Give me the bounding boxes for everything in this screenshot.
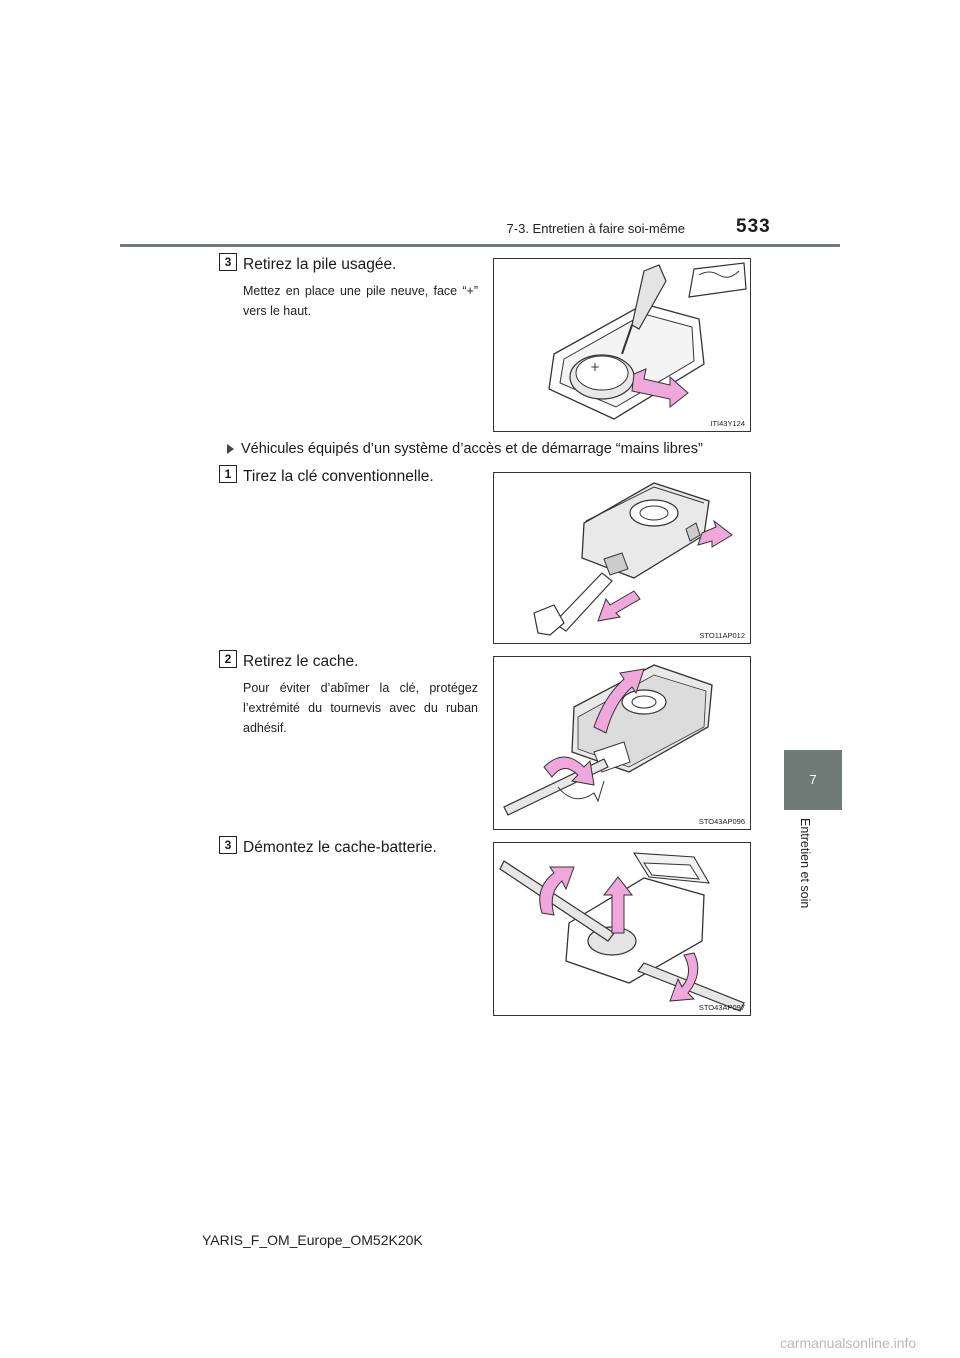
page-number: 533 bbox=[736, 216, 771, 237]
step-title: Retirez le cache. bbox=[243, 653, 359, 670]
step-title: Tirez la clé conventionnelle. bbox=[243, 468, 434, 485]
step-title: Retirez la pile usagée. bbox=[243, 256, 397, 273]
triangle-bullet-icon bbox=[227, 444, 234, 455]
svg-text:+: + bbox=[590, 360, 600, 374]
chapter-label: Entretien et soin bbox=[798, 818, 812, 909]
figure-code: ITI43Y124 bbox=[710, 419, 745, 428]
step-number-box: 3 bbox=[219, 836, 237, 854]
figure-code: STO43AP096 bbox=[698, 817, 745, 826]
figure-mechanical-key: STO11AP012 bbox=[493, 472, 751, 644]
figure-battery-cover: STO43AP097 bbox=[493, 842, 751, 1016]
step-note: Mettez en place une pile neuve, face “+”… bbox=[243, 284, 478, 318]
section-heading: Véhicules équipés d’un système d’accès e… bbox=[227, 441, 703, 457]
figure-code: STO43AP097 bbox=[698, 1003, 745, 1012]
footer-doc-id: YARIS_F_OM_Europe_OM52K20K bbox=[202, 1232, 423, 1248]
section-heading-text: Véhicules équipés d’un système d’accès e… bbox=[241, 441, 703, 457]
figure-code: STO11AP012 bbox=[699, 631, 745, 640]
step-note: Pour éviter d’abîmer la clé, protégez l’… bbox=[243, 681, 478, 735]
step-number-box: 2 bbox=[219, 650, 237, 668]
header-section-title: 7-3. Entretien à faire soi-même bbox=[506, 221, 685, 236]
figure-battery-removal: + ITI43Y124 bbox=[493, 258, 751, 432]
step-number-box: 1 bbox=[219, 465, 237, 483]
step-title: Démontez le cache-batterie. bbox=[243, 839, 437, 856]
step-number-box: 3 bbox=[219, 253, 237, 271]
chapter-tab: 7 bbox=[784, 750, 842, 810]
figure-cover-removal: STO43AP096 bbox=[493, 656, 751, 830]
header-rule bbox=[120, 244, 840, 247]
watermark: carmanualsonline.info bbox=[780, 1335, 917, 1351]
